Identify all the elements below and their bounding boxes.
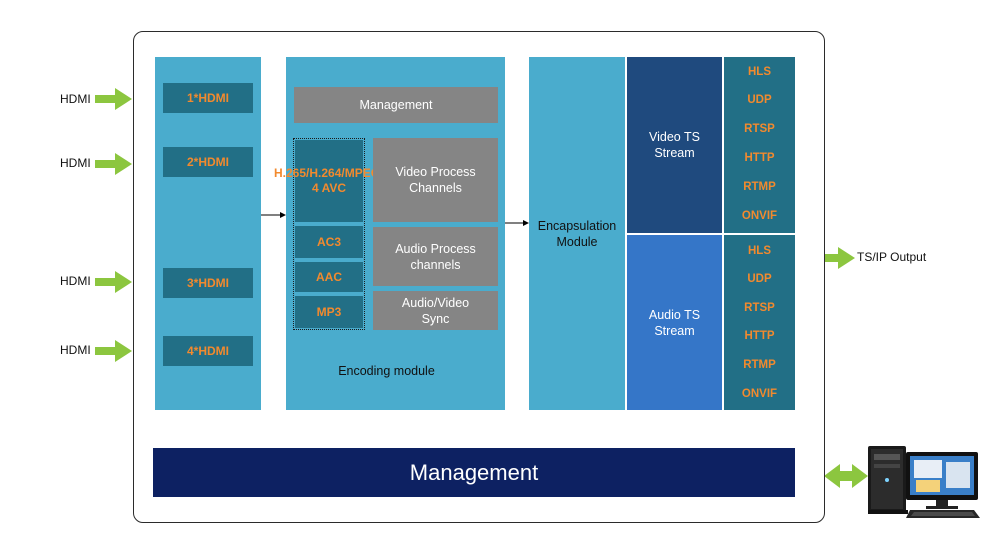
green-arrow-icon bbox=[95, 271, 132, 293]
hdmi-port-4: 4*HDMI bbox=[163, 336, 253, 366]
codec-aac: AAC bbox=[295, 262, 363, 292]
protocol-udp-audio: UDP bbox=[747, 273, 772, 285]
protocol-http-audio: HTTP bbox=[744, 330, 775, 342]
protocol-udp-video: UDP bbox=[747, 94, 772, 106]
audio-process-channels: Audio Process channels bbox=[373, 227, 498, 286]
ts-ip-output-label: TS/IP Output bbox=[857, 250, 927, 264]
protocol-onvif-audio: ONVIF bbox=[741, 388, 778, 400]
hdmi-port-2: 2*HDMI bbox=[163, 147, 253, 177]
green-arrow-icon bbox=[822, 247, 855, 269]
hdmi-port-3: 3*HDMI bbox=[163, 268, 253, 298]
codec-video: H.265/H.264/MPEG-4 AVC bbox=[274, 140, 384, 222]
video-ts-stream: Video TS Stream bbox=[627, 57, 722, 233]
green-arrow-icon bbox=[95, 153, 132, 175]
protocol-rtmp-video: RTMP bbox=[743, 181, 776, 193]
codec-ac3: AC3 bbox=[295, 226, 363, 258]
protocol-onvif-video: ONVIF bbox=[741, 210, 778, 222]
hdmi-label-4: HDMI bbox=[60, 343, 91, 357]
computer-icon bbox=[868, 446, 980, 518]
encoding-management-box: Management bbox=[294, 87, 498, 123]
av-sync-box: Audio/Video Sync bbox=[373, 291, 498, 330]
arrow-icon bbox=[280, 212, 286, 218]
encapsulation-module: Encapsulation Module bbox=[529, 57, 625, 410]
protocol-rtsp-video: RTSP bbox=[744, 123, 775, 135]
codec-group bbox=[293, 138, 365, 330]
protocol-rtsp-audio: RTSP bbox=[744, 302, 775, 314]
hdmi-port-1: 1*HDMI bbox=[163, 83, 253, 113]
protocol-hls-audio: HLS bbox=[748, 245, 771, 257]
protocol-http-video: HTTP bbox=[744, 152, 775, 164]
codec-mp3: MP3 bbox=[295, 296, 363, 328]
arrow-icon bbox=[523, 220, 529, 226]
video-protocol-column bbox=[724, 57, 795, 233]
management-bar: Management bbox=[153, 448, 795, 497]
hdmi-label-3: HDMI bbox=[60, 274, 91, 288]
hdmi-label-1: HDMI bbox=[60, 92, 91, 106]
audio-ts-stream: Audio TS Stream bbox=[627, 235, 722, 410]
hdmi-label-2: HDMI bbox=[60, 156, 91, 170]
video-process-channels: Video Process Channels bbox=[373, 138, 498, 222]
green-arrow-icon bbox=[95, 340, 132, 362]
protocol-rtmp-audio: RTMP bbox=[743, 359, 776, 371]
encoding-module-title: Encoding module bbox=[338, 364, 435, 378]
protocol-hls-video: HLS bbox=[748, 66, 771, 78]
audio-protocol-column bbox=[724, 235, 795, 410]
green-arrow-icon bbox=[95, 88, 132, 110]
double-arrow-icon bbox=[824, 464, 868, 488]
